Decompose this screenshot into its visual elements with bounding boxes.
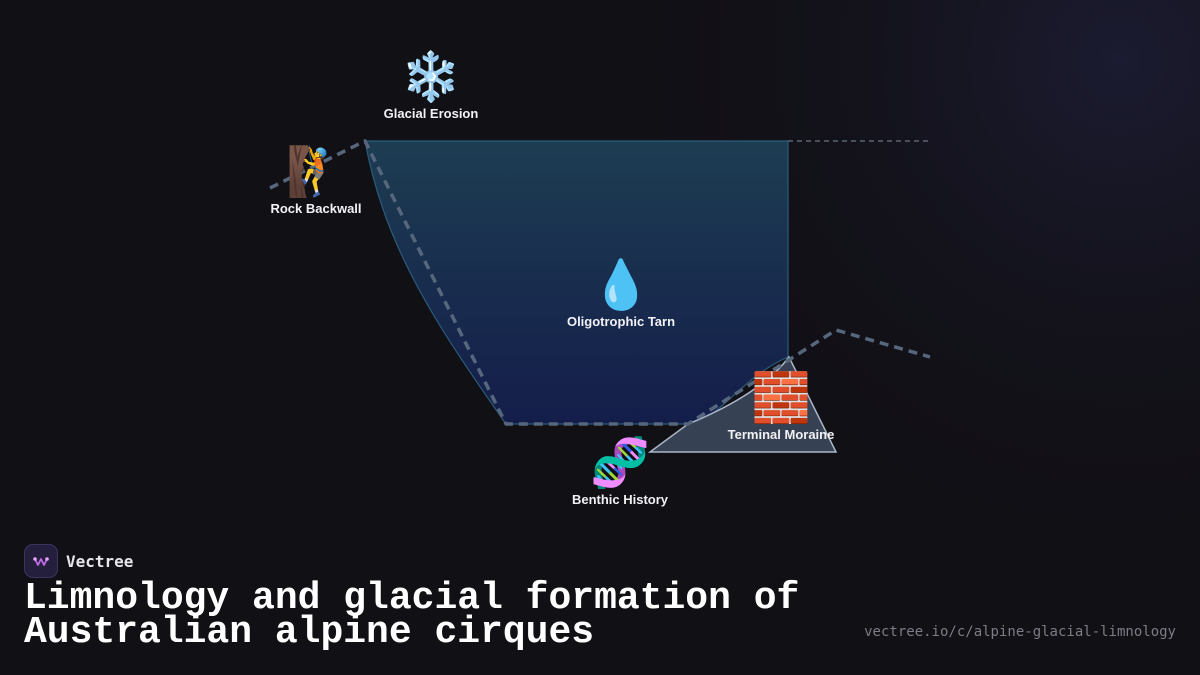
- node-label-benthic-history: Benthic History: [571, 492, 669, 507]
- brand-name: Vectree: [66, 551, 134, 571]
- brick-icon: 🧱: [751, 370, 811, 426]
- node-label-rock-backwall: Rock Backwall: [270, 201, 362, 216]
- node-rock-backwall: 🧗 Rock Backwall: [270, 145, 361, 216]
- vectree-logo-icon: [24, 544, 58, 578]
- dna-icon: 🧬: [590, 435, 650, 491]
- droplet-icon: 💧: [591, 257, 651, 313]
- node-label-terminal-moraine: Terminal Moraine: [727, 427, 835, 442]
- node-label-glacial-erosion: Glacial Erosion: [383, 106, 479, 121]
- node-oligotrophic-tarn: 💧 Oligotrophic Tarn: [567, 258, 675, 329]
- snowflake-icon: ❄️: [401, 49, 461, 105]
- node-terminal-moraine: 🧱 Terminal Moraine: [728, 371, 835, 442]
- node-benthic-history: 🧬 Benthic History: [572, 436, 668, 507]
- node-label-oligotrophic-tarn: Oligotrophic Tarn: [566, 314, 676, 329]
- page-title: Limnology and glacial formation of Austr…: [24, 577, 800, 654]
- brand: Vectree: [24, 544, 133, 578]
- glacial-profile-line: [269, 139, 931, 426]
- rock-climber-icon: 🧗: [286, 144, 346, 200]
- source-url: vectree.io/c/alpine-glacial-limnology: [864, 624, 1176, 640]
- terminal-moraine-shape: [647, 355, 838, 453]
- node-glacial-erosion: ❄️ Glacial Erosion: [384, 50, 479, 121]
